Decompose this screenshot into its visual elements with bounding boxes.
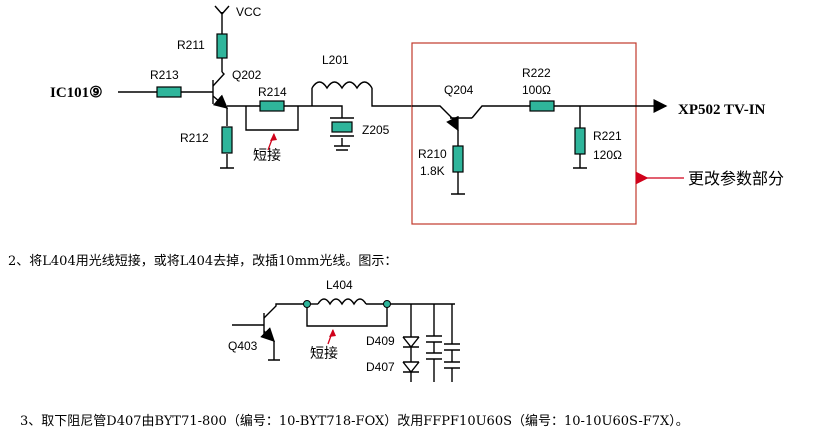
z205-label: Z205 <box>362 123 390 137</box>
step-2-text: 2、将L404用光线短接，或将L404去掉，改插10mm光线。图示： <box>8 254 398 269</box>
r214-label: R214 <box>258 85 287 99</box>
short-loop-r214 <box>245 106 299 131</box>
r210-value: 1.8K <box>420 164 445 178</box>
node-right <box>383 300 391 308</box>
circuit-1: VCC R211 IC101⑨ R213 Q202 R212 R214 短接 <box>50 5 784 225</box>
changed-area-box <box>411 42 637 225</box>
d409-label: D409 <box>366 334 395 348</box>
resistor-r221 <box>574 127 586 155</box>
short-label-1: 短接 <box>253 147 281 164</box>
vcc-label: VCC <box>236 5 262 19</box>
resistor-r210 <box>452 145 464 173</box>
r210-label: R210 <box>418 147 447 161</box>
circuit-2: Q403 L404 短接 D409 D407 <box>228 278 460 382</box>
r222-value: 100Ω <box>522 83 551 97</box>
resistor-r214 <box>259 100 285 112</box>
resistor-r211 <box>216 33 228 59</box>
r213-label: R213 <box>150 68 179 82</box>
crystal-z205 <box>331 121 353 133</box>
diode-d407 <box>402 361 420 374</box>
r222-label: R222 <box>522 66 551 80</box>
r211-label: R211 <box>177 38 205 52</box>
q202-label: Q202 <box>232 68 262 82</box>
r212-label: R212 <box>180 131 209 145</box>
short-label-2: 短接 <box>310 345 338 362</box>
d407-label: D407 <box>366 360 395 374</box>
output-label: XP502 TV-IN <box>678 102 766 118</box>
l404-label: L404 <box>326 278 353 292</box>
q204-label: Q204 <box>444 83 474 97</box>
changed-note-label: 更改参数部分 <box>688 169 784 188</box>
inductor-l201 <box>311 81 373 90</box>
transistor-q202 <box>212 71 229 112</box>
step-3-text: 3、取下阻尼管D407由BYT71-800（编号：10-BYT718-FOX）改… <box>20 414 689 429</box>
input-label: IC101⑨ <box>50 85 103 101</box>
l201-label: L201 <box>322 53 349 67</box>
node-left <box>303 300 311 308</box>
q403-label: Q403 <box>228 339 258 353</box>
resistor-r212 <box>221 126 233 154</box>
short-loop-l404 <box>306 307 388 327</box>
resistor-r222 <box>529 100 555 112</box>
vcc-symbol <box>214 5 230 30</box>
r221-label: R221 <box>593 129 622 143</box>
resistor-r213 <box>156 86 182 98</box>
diode-d409 <box>402 336 420 349</box>
r221-value: 120Ω <box>593 148 622 162</box>
inductor-l404 <box>317 298 367 306</box>
